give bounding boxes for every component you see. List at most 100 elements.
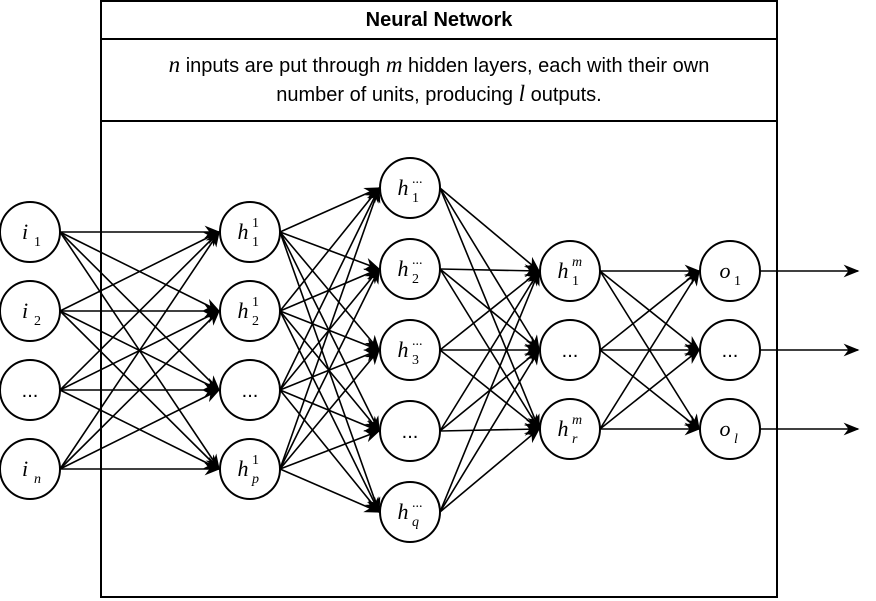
connection-hidden-1-4-to-hidden-middle-3 bbox=[279, 348, 381, 470]
connection-hidden-middle-5-to-hidden-m-1 bbox=[439, 269, 540, 513]
node-circle bbox=[539, 319, 601, 381]
node-circle bbox=[0, 201, 61, 263]
node-symbol: o bbox=[720, 258, 731, 283]
connection-hidden-middle-1-to-hidden-m-2 bbox=[439, 187, 540, 352]
node-subscript: 1 bbox=[252, 235, 259, 250]
node-superscript: m bbox=[572, 255, 582, 270]
node-superscript: 1 bbox=[252, 216, 259, 231]
node-subscript: 1 bbox=[734, 274, 741, 289]
node-ellipsis: ... bbox=[562, 340, 579, 362]
node-superscript: ... bbox=[412, 334, 423, 349]
node-circle bbox=[219, 359, 281, 421]
node-symbol: h bbox=[398, 499, 409, 524]
node-subscript: n bbox=[34, 472, 41, 487]
connection-input-2-to-hidden-1-1 bbox=[59, 231, 221, 312]
node-superscript: 1 bbox=[252, 453, 259, 468]
node-symbol: h bbox=[398, 175, 409, 200]
node-symbol: h bbox=[398, 337, 409, 362]
diagram-title: Neural Network bbox=[102, 2, 776, 40]
node-circle bbox=[699, 398, 761, 460]
node-circle bbox=[379, 238, 441, 300]
connection-hidden-middle-4-to-hidden-m-1 bbox=[439, 269, 540, 432]
connection-hidden-m-3-to-output-1 bbox=[599, 269, 700, 430]
node-ellipsis: ... bbox=[242, 380, 259, 402]
node-superscript: m bbox=[572, 413, 582, 428]
connection-hidden-1-3-to-hidden-middle-1 bbox=[279, 186, 380, 391]
node-symbol: h bbox=[398, 256, 409, 281]
node-subscript: 1 bbox=[34, 235, 41, 250]
connection-hidden-middle-3-to-hidden-m-1 bbox=[439, 270, 541, 351]
node-symbol: h bbox=[238, 219, 249, 244]
connection-hidden-middle-2-to-hidden-m-1 bbox=[439, 264, 541, 278]
node-input-3: ... bbox=[0, 359, 61, 421]
node-circle bbox=[0, 438, 61, 500]
connection-input-4-to-hidden-1-2 bbox=[59, 309, 221, 470]
desc-seg-4: hidden layers, each with their own bbox=[402, 55, 710, 77]
description-text: n inputs are put through m hidden layers… bbox=[169, 51, 710, 109]
node-circle bbox=[699, 240, 761, 302]
node-subscript: q bbox=[412, 515, 419, 530]
var-l: l bbox=[518, 81, 526, 106]
node-ellipsis: ... bbox=[22, 380, 39, 402]
connection-hidden-1-3-to-hidden-middle-5 bbox=[279, 389, 381, 514]
connection-hidden-1-1-to-hidden-middle-3 bbox=[279, 231, 381, 352]
node-circle bbox=[219, 438, 281, 500]
node-symbol: h bbox=[558, 258, 569, 283]
connection-hidden-1-4-to-hidden-middle-5 bbox=[279, 468, 381, 513]
connection-input-4-to-hidden-1-3 bbox=[59, 389, 221, 470]
connection-hidden-middle-5-to-hidden-m-3 bbox=[439, 427, 541, 513]
connection-hidden-1-4-to-hidden-middle-2 bbox=[279, 267, 380, 470]
connection-hidden-middle-1-to-hidden-m-1 bbox=[439, 187, 541, 273]
node-symbol: i bbox=[22, 456, 28, 481]
node-symbol: i bbox=[22, 298, 28, 323]
node-hidden-m-2: ... bbox=[539, 319, 601, 381]
node-subscript: p bbox=[251, 472, 259, 487]
node-symbol: h bbox=[238, 456, 249, 481]
node-symbol: o bbox=[720, 416, 731, 441]
diagram-description: n inputs are put through m hidden layers… bbox=[102, 40, 776, 122]
node-ellipsis: ... bbox=[722, 340, 739, 362]
connection-hidden-1-2-to-hidden-middle-4 bbox=[279, 310, 381, 433]
node-ellipsis: ... bbox=[402, 421, 419, 443]
node-hidden-middle-4: ... bbox=[379, 400, 441, 462]
node-circle bbox=[539, 398, 601, 460]
node-subscript: 2 bbox=[252, 314, 259, 329]
connections bbox=[59, 186, 860, 514]
node-circle bbox=[0, 280, 61, 342]
node-subscript: r bbox=[572, 432, 578, 447]
connection-hidden-1-1-to-hidden-middle-4 bbox=[279, 231, 380, 433]
connection-input-4-to-hidden-1-1 bbox=[59, 230, 220, 470]
node-symbol: h bbox=[558, 416, 569, 441]
connection-hidden-1-2-to-hidden-middle-1 bbox=[279, 186, 381, 312]
node-circle bbox=[379, 481, 441, 543]
node-symbol: i bbox=[22, 219, 28, 244]
node-symbol: h bbox=[238, 298, 249, 323]
connection-hidden-1-1-to-hidden-middle-1 bbox=[279, 187, 381, 233]
node-superscript: 1 bbox=[252, 295, 259, 310]
var-m: m bbox=[385, 52, 403, 77]
connection-hidden-1-4-to-hidden-middle-4 bbox=[279, 430, 381, 470]
node-circle bbox=[379, 400, 441, 462]
desc-seg-2: inputs are put through bbox=[180, 55, 386, 77]
node-subscript: 1 bbox=[572, 274, 579, 289]
connection-hidden-1-4-to-hidden-middle-1 bbox=[279, 186, 381, 470]
node-circle bbox=[219, 201, 281, 263]
node-output-2: ... bbox=[699, 319, 761, 381]
var-n: n bbox=[168, 52, 181, 77]
node-circle bbox=[0, 359, 61, 421]
